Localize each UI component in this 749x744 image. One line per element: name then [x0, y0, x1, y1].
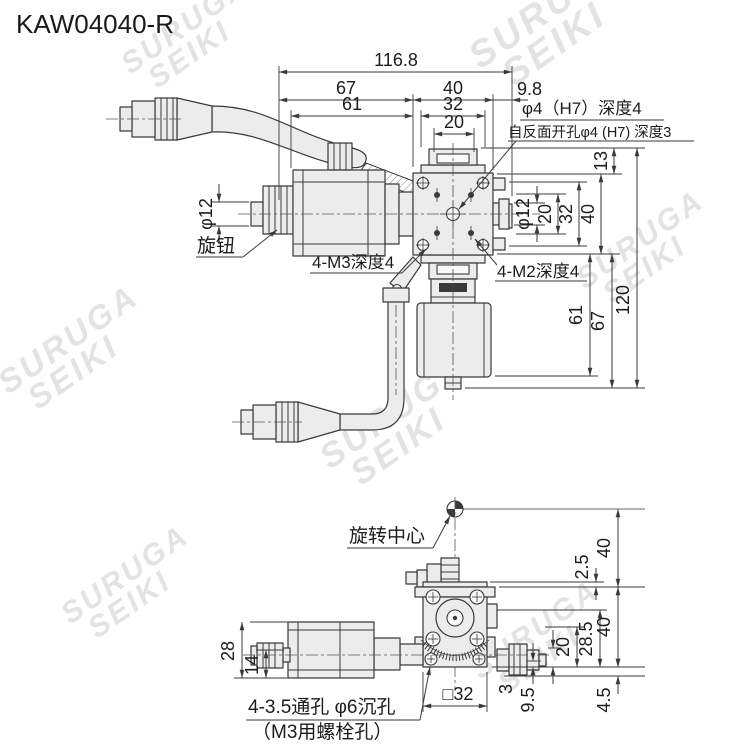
front-screws: [425, 589, 485, 647]
y-axis-motor: [389, 256, 492, 390]
dim-40-lower: 40: [594, 617, 614, 637]
dim-32: 32: [443, 94, 463, 114]
angle-scale-arc: [420, 639, 490, 661]
dim-61-below: 61: [566, 305, 586, 325]
dim-67: 67: [336, 78, 356, 98]
center-hole-note-2: 自反面开孔φ4 (H7) 深度3: [508, 124, 671, 141]
dim-knob-left-dia: φ12: [196, 198, 216, 230]
dim-depth-40: 40: [578, 204, 598, 224]
bottom-view: 旋转中心 40 2.5 2: [218, 497, 645, 743]
dim-20: 20: [444, 112, 464, 132]
dim-40: 40: [443, 78, 463, 98]
bolt-note-1: 4-3.5通孔 φ6沉孔: [248, 696, 395, 718]
rotation-center-label: 旋转中心: [349, 525, 425, 547]
upper-cable-assembly: [119, 97, 367, 171]
m3-note: 4-M3深度4: [312, 253, 394, 272]
dim-61: 61: [342, 94, 362, 114]
dim-14: 14: [242, 655, 262, 675]
dim-9-8: 9.8: [517, 79, 542, 99]
lower-cable-assembly: [240, 287, 410, 443]
dim-4-5: 4.5: [594, 687, 614, 712]
rotary-stage-front: [414, 581, 498, 668]
dimensions-bottom-view: 旋转中心 40 2.5 2: [218, 508, 645, 743]
center-hole-note-1: φ4（H7）深度4: [522, 99, 642, 118]
page-title: KAW04040-R: [16, 9, 174, 39]
dim-13: 13: [591, 151, 611, 171]
dim-2-5: 2.5: [572, 554, 592, 579]
dim-total-width: 116.8: [374, 50, 418, 70]
dim-pitch-20: 20: [535, 204, 555, 224]
knob-label: 旋钮: [197, 235, 235, 257]
dim-120: 120: [613, 285, 633, 315]
dim-28: 28: [218, 641, 238, 661]
dim-20-front: 20: [553, 637, 573, 657]
centerlines-top-view: [106, 118, 540, 423]
dimensions-top-view: 116.8 67 40 9.8 61 32 20 φ12: [196, 50, 694, 389]
dim-3: 3: [496, 684, 516, 694]
top-view: 116.8 67 40 9.8 61 32 20 φ12: [106, 50, 694, 443]
dim-9-5: 9.5: [518, 687, 538, 712]
dim-knob-right-dia: φ12: [513, 198, 533, 230]
dim-40-upper: 40: [594, 538, 614, 558]
dim-square-32: □32: [443, 684, 474, 704]
dim-pitch-32: 32: [556, 204, 576, 224]
x-axis-motor: [250, 169, 414, 257]
front-motor-assembly: [250, 621, 424, 679]
bolt-note-2: （M3用螺栓孔）: [252, 721, 392, 743]
m2-note: 4-M2深度4: [497, 262, 579, 281]
dim-28-5: 28.5: [576, 621, 596, 656]
dim-67-below: 67: [588, 311, 608, 331]
m2-holes: [434, 188, 474, 240]
rear-connector-block: [405, 557, 460, 588]
